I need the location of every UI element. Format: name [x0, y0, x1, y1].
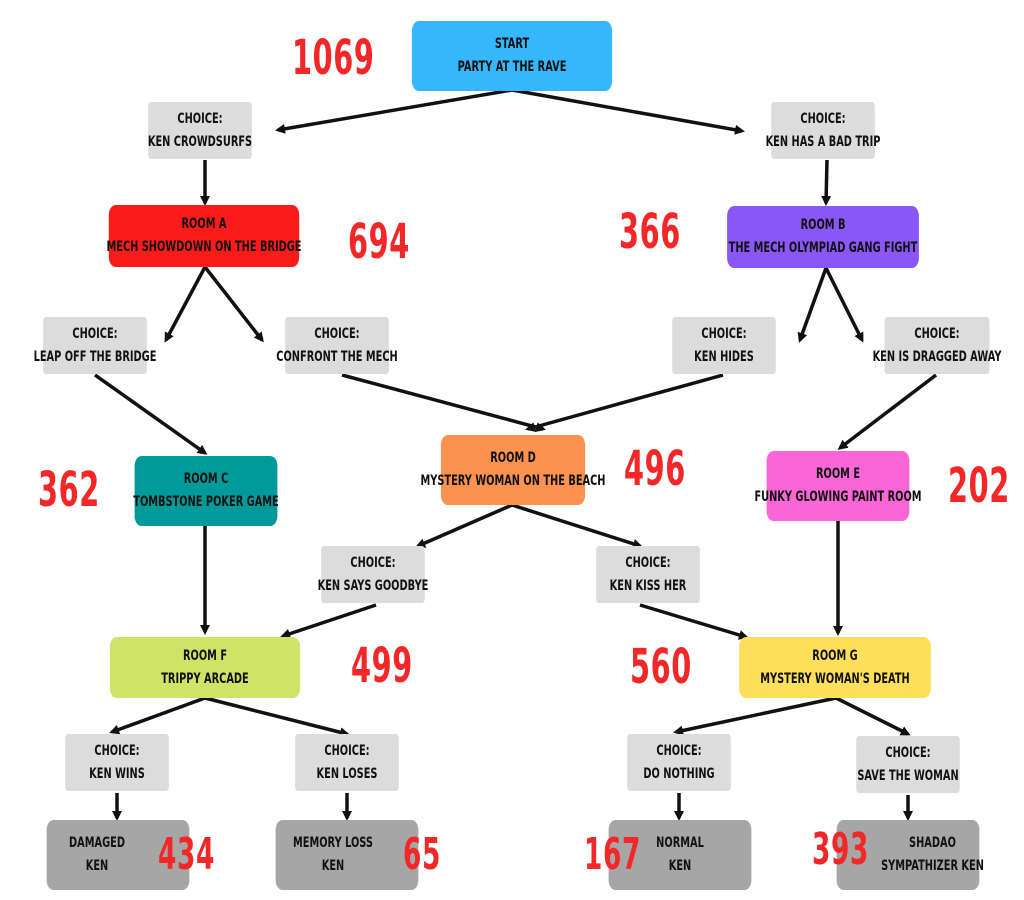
room-d-node: ROOM D MYSTERY WOMAN ON THE BEACH [421, 435, 605, 505]
choice-ken-has-a-bad-trip: CHOICE: KEN HAS A BAD TRIP [766, 102, 880, 159]
arrow-kiss-room-g [639, 603, 749, 640]
arrow-room-g-save [835, 696, 911, 736]
start-count: 1069 [292, 30, 375, 86]
arrow-confront-room-d [341, 373, 546, 433]
ending-normal-ken: NORMAL KEN [608, 820, 752, 890]
room-g-node: ROOM G MYSTERY WOMAN'S DEATH [739, 637, 931, 698]
room-e-node: ROOM E FUNKY GLOWING PAINT ROOM [754, 451, 922, 521]
choice-ken-hides: CHOICE: KEN HIDES [672, 317, 776, 374]
arrow-start-crowdsurf [275, 88, 513, 134]
choice-ken-wins: CHOICE: KEN WINS [65, 734, 169, 791]
ending-shadao-sympathizer-ken: SHADAO SYMPATHIZER KEN [836, 820, 984, 890]
choice-ken-crowdsurfs: CHOICE: KEN CROWDSURFS [148, 102, 252, 159]
ending-damaged-ken: DAMAGED KEN [46, 820, 190, 890]
arrow-room-f-loses [204, 696, 350, 738]
room-c-count: 362 [38, 462, 100, 518]
arrow-room-b-hides [797, 267, 828, 343]
arrow-hides-room-d [525, 373, 724, 432]
arrow-goodbye-room-f [280, 603, 377, 639]
ending-normal-count: 167 [584, 829, 641, 880]
arrow-room-f-wins [109, 696, 206, 735]
room-e-count: 202 [948, 458, 1010, 514]
arrow-room-b-dragged [824, 267, 864, 343]
choice-do-nothing: CHOICE: DO NOTHING [627, 734, 731, 791]
choice-leap-off-the-bridge: CHOICE: LEAP OFF THE BRIDGE [34, 317, 156, 374]
arrow-start-badtrip [511, 88, 745, 135]
room-f-node: ROOM F TRIPPY ARCADE [109, 637, 301, 698]
room-a-node: ROOM A MECH SHOWDOWN ON THE BRIDGE [106, 205, 302, 267]
choice-confront-the-mech: CHOICE: CONFRONT THE MECH [276, 317, 398, 374]
ending-shadao-count: 393 [812, 824, 869, 875]
ending-memory-loss-count: 65 [403, 829, 441, 880]
arrow-badtrip-room-b [821, 159, 832, 206]
arrow-dragged-room-e [837, 373, 938, 450]
arrow-leap-room-c [93, 373, 208, 455]
arrow-room-g-nothing [673, 696, 837, 736]
choice-save-the-woman: CHOICE: SAVE THE WOMAN [856, 736, 960, 793]
room-b-count: 366 [619, 204, 681, 260]
choice-ken-kiss-her: CHOICE: KEN KISS HER [596, 546, 700, 603]
ending-memory-loss-ken: MEMORY LOSS KEN [275, 820, 419, 890]
room-b-node: ROOM B THE MECH OLYMPIAD GANG FIGHT [727, 206, 919, 268]
ending-damaged-count: 434 [158, 829, 215, 880]
arrow-room-d-goodbye [415, 503, 513, 548]
room-d-count: 496 [624, 441, 686, 497]
room-c-node: ROOM C TOMBSTONE POKER GAME [133, 456, 279, 526]
room-g-count: 560 [630, 639, 692, 695]
arrow-room-a-confront [203, 265, 264, 343]
choice-ken-is-dragged-away: CHOICE: KEN IS DRAGGED AWAY [873, 317, 1001, 374]
arrow-room-d-kiss [511, 503, 643, 549]
choice-ken-loses: CHOICE: KEN LOSES [295, 734, 399, 791]
start-node: START PARTY AT THE RAVE [411, 21, 613, 91]
room-a-count: 694 [348, 214, 410, 270]
room-f-count: 499 [351, 638, 413, 694]
choice-ken-says-goodbye: CHOICE: KEN SAYS GOODBYE [318, 546, 428, 603]
arrow-room-a-leap [164, 266, 207, 343]
